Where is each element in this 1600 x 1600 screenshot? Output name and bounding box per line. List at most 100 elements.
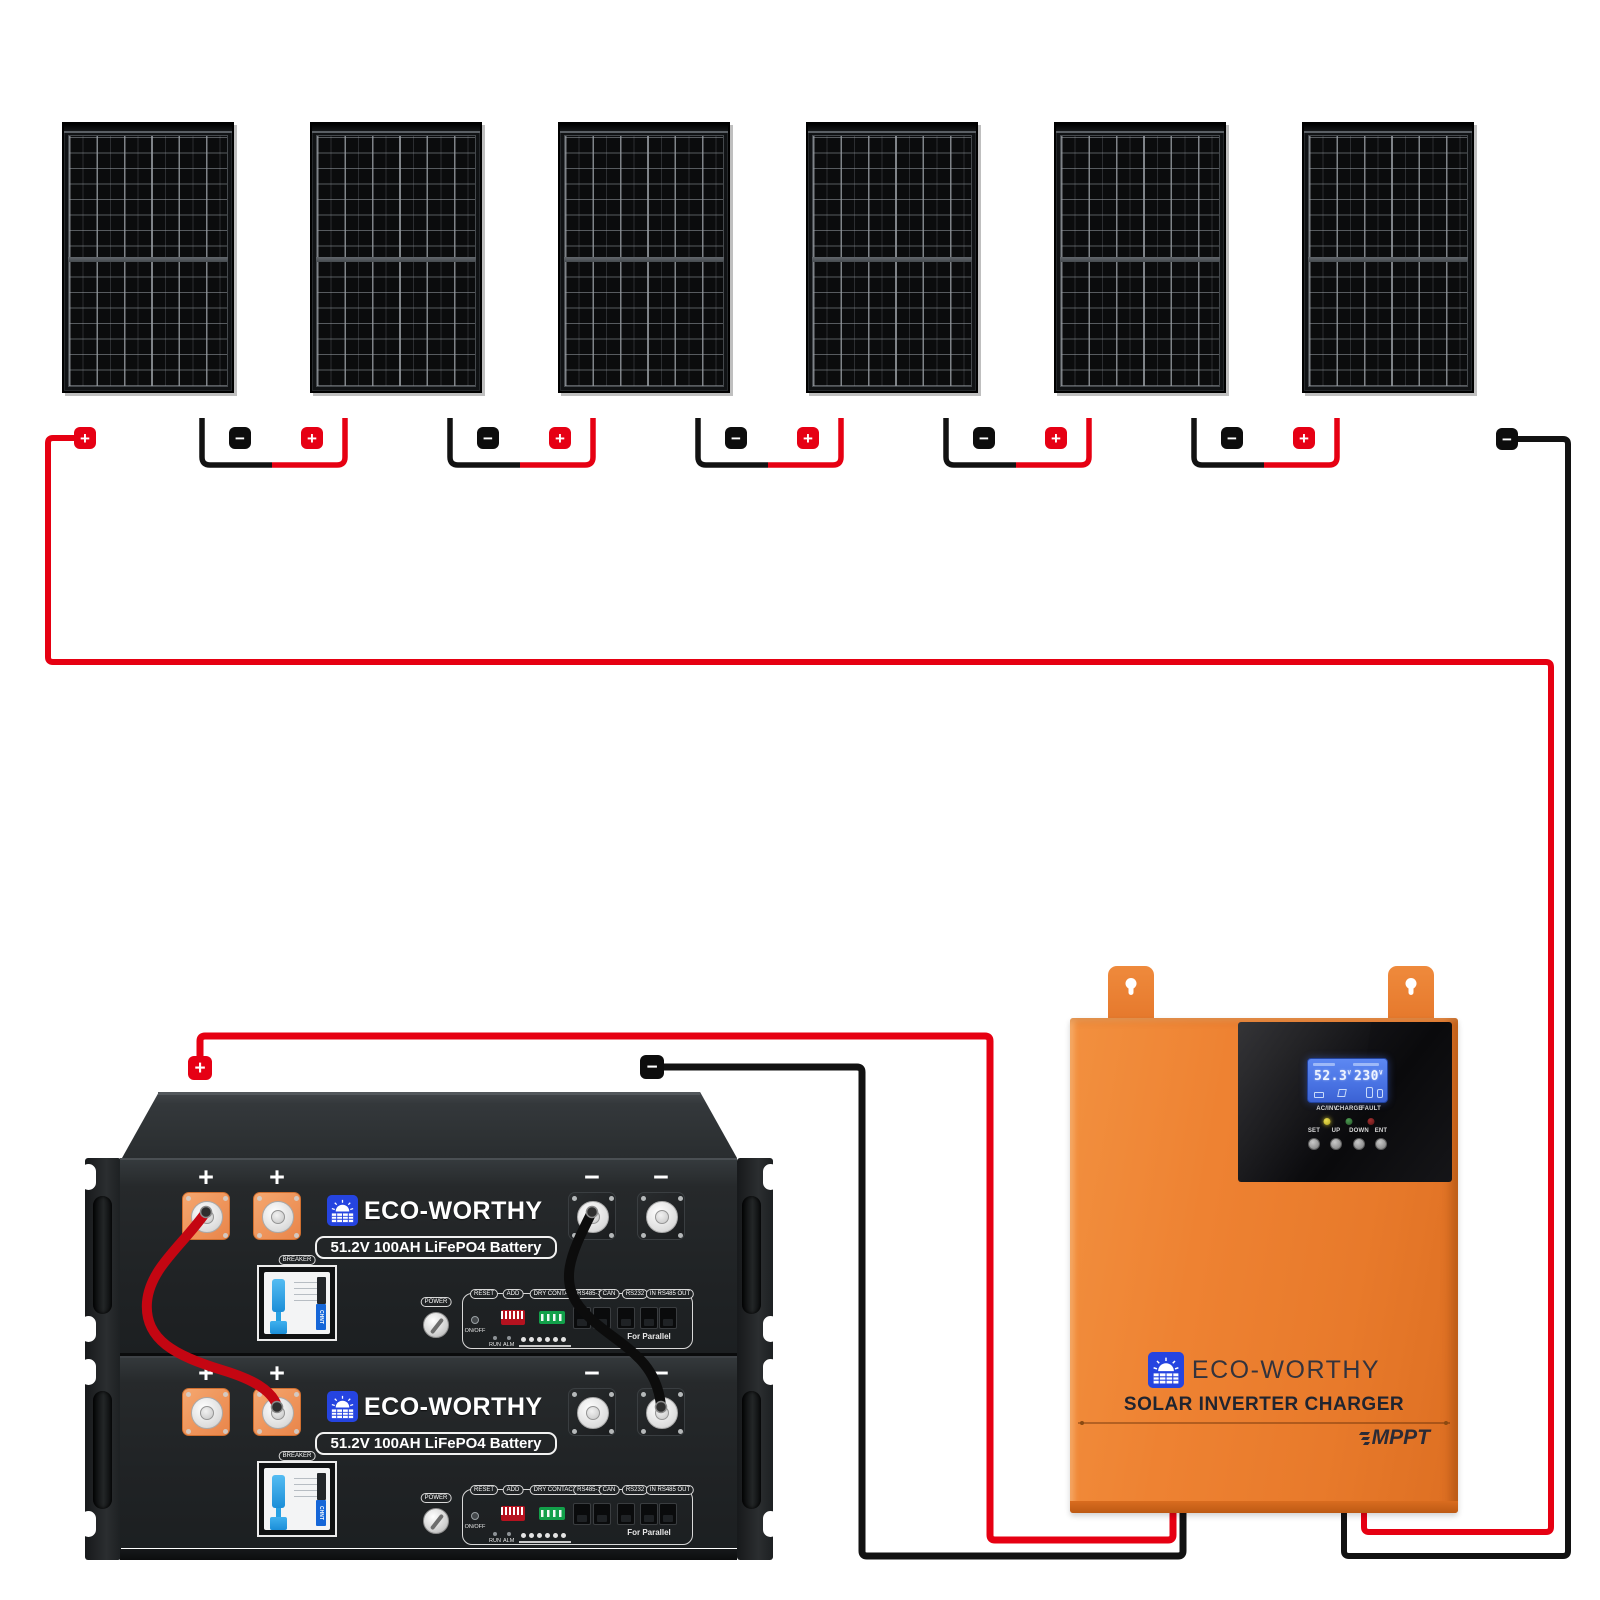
terminal-screw — [223, 1233, 228, 1238]
breaker-print-line — [294, 1288, 318, 1289]
terminal-cap-center — [200, 1406, 214, 1420]
negative-terminal — [637, 1192, 685, 1240]
breaker-brand-tag: CHNT — [316, 1304, 326, 1330]
negative-connector: − — [229, 427, 251, 449]
dry-contact-terminal — [539, 1311, 565, 1324]
breaker-label: BREAKER — [278, 1255, 316, 1265]
soc-dot — [553, 1533, 558, 1538]
solar-panel-icon — [1337, 1089, 1347, 1097]
soc-dot — [537, 1337, 542, 1342]
terminal-cap-center — [655, 1406, 669, 1420]
breaker-toggle-stem — [276, 1508, 281, 1517]
terminal-cap-center — [200, 1210, 214, 1224]
terminal-cap-center — [271, 1406, 285, 1420]
minus-sign: − — [584, 1162, 600, 1192]
terminal-screw — [609, 1233, 614, 1238]
breaker-toggle-base — [270, 1517, 287, 1530]
terminal-screw — [294, 1392, 299, 1397]
terminal-cap — [191, 1397, 223, 1429]
up-label: UP — [1331, 1128, 1341, 1134]
positive-terminal — [253, 1192, 301, 1240]
terminal-cap — [646, 1201, 678, 1233]
rail-slot — [763, 1511, 778, 1537]
panel-frame-top — [808, 124, 976, 131]
rj45-port — [617, 1307, 635, 1329]
positive-terminal — [182, 1192, 230, 1240]
rail-slot — [763, 1359, 778, 1385]
ac-inv-led — [1323, 1118, 1331, 1125]
breaker-brand-tag: CHNT — [316, 1500, 326, 1526]
rj45-port — [617, 1503, 635, 1525]
fault-led — [1367, 1118, 1375, 1125]
soc-dot — [529, 1533, 534, 1538]
terminal-screw — [186, 1429, 191, 1434]
charge-led — [1345, 1118, 1353, 1125]
port-label: CAN — [598, 1485, 620, 1495]
seam-line — [1078, 1421, 1450, 1425]
power-knob — [423, 1312, 449, 1338]
soc-bar — [519, 1345, 571, 1347]
run-led — [493, 1336, 497, 1340]
alm-label: ALM — [503, 1342, 515, 1348]
dip-switch — [501, 1310, 525, 1325]
inverter-body: 52.3V 230V AC/INV CHARGE FAULT SET — [1070, 1018, 1458, 1513]
output-voltage-readout: 230V — [1354, 1069, 1384, 1084]
port-label: RS232 — [621, 1289, 649, 1299]
battery-model-label: 51.2V 100AH LiFePO4 Battery — [315, 1236, 557, 1259]
soc-dot — [561, 1533, 566, 1538]
terminal-screw — [294, 1429, 299, 1434]
mppt-badge: MPPT — [1358, 1426, 1430, 1450]
panel-mid-divider — [68, 256, 228, 262]
panel-mid-divider — [564, 256, 724, 262]
lcd-label-bar — [1353, 1063, 1379, 1066]
breaker-toggle — [272, 1475, 285, 1508]
breaker-print-line — [294, 1282, 318, 1283]
rj45-pins — [644, 1515, 654, 1522]
rj45-pins — [597, 1319, 607, 1326]
terminal-screw — [186, 1233, 191, 1238]
terminal-screw — [257, 1429, 262, 1434]
solar-panel — [62, 122, 234, 393]
soc-dot — [521, 1337, 526, 1342]
minus-sign: − — [584, 1358, 600, 1388]
soc-bar — [519, 1541, 571, 1543]
soc-dot — [545, 1337, 550, 1342]
breaker-toggle-base — [270, 1321, 287, 1334]
speed-lines-icon — [1358, 1431, 1370, 1446]
rj45-port — [659, 1503, 677, 1525]
inverter-brand-row: ECO-WORTHY — [1070, 1350, 1458, 1390]
minus-sign: − — [653, 1162, 669, 1192]
terminal-screw — [609, 1429, 614, 1434]
terminal-screw — [257, 1233, 262, 1238]
run-led — [493, 1532, 497, 1536]
negative-connector: − — [725, 427, 747, 449]
battery-top-surface — [122, 1092, 737, 1158]
rail-slot — [763, 1164, 778, 1190]
terminal-screw — [257, 1196, 262, 1201]
solar-panel — [806, 122, 978, 393]
terminal-cap-center — [586, 1210, 600, 1224]
rail-slot — [81, 1511, 96, 1537]
breaker-device: CHNT — [264, 1272, 330, 1334]
rack-handle — [93, 1196, 112, 1314]
terminal-screw — [294, 1196, 299, 1201]
rj45-pins — [663, 1319, 673, 1326]
onoff-label: ON/OFF — [464, 1524, 486, 1530]
solar-panel — [558, 122, 730, 393]
negative-connector: − — [1496, 428, 1518, 450]
run-label: RUN — [489, 1538, 501, 1544]
soc-dot — [545, 1533, 550, 1538]
charge-label: CHARGE — [1335, 1106, 1363, 1112]
power-knob — [423, 1508, 449, 1534]
terminal-screw — [678, 1233, 683, 1238]
onoff-button — [471, 1512, 479, 1520]
inverter-product-name: SOLAR INVERTER CHARGER — [1123, 1394, 1405, 1415]
terminal-screw — [678, 1196, 683, 1201]
parallel-label: For Parallel — [627, 1332, 671, 1341]
ent-button — [1375, 1138, 1387, 1150]
rack-handle — [742, 1196, 761, 1314]
positive-connector: + — [549, 427, 571, 449]
mppt-text: MPPT — [1371, 1426, 1430, 1449]
eco-worthy-logo-icon — [327, 1195, 358, 1226]
